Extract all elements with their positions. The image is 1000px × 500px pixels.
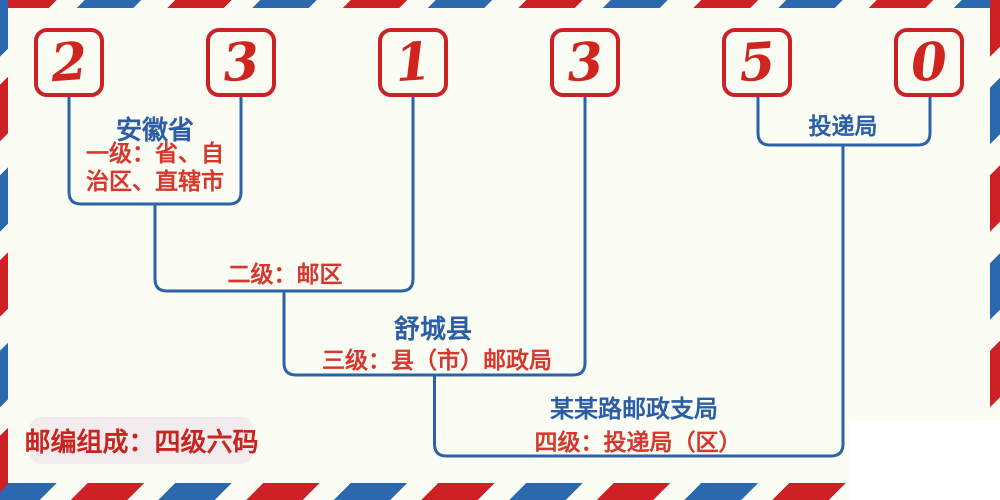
- airmail-border-bottom: [0, 483, 1000, 500]
- airmail-border-top: [0, 0, 1000, 8]
- digit-4: 3: [564, 30, 606, 94]
- postal-composition-text: 邮编组成：四级六码: [24, 428, 259, 458]
- airmail-border-left: [0, 0, 8, 500]
- level2-description: 二级：邮区: [227, 262, 343, 288]
- digit-box-2: 3: [206, 28, 276, 97]
- digit-box-6: 0: [894, 28, 964, 97]
- digit-1: 2: [48, 30, 90, 94]
- delivery-office-label: 投递局: [808, 113, 878, 140]
- digit-6: 0: [908, 30, 950, 94]
- airmail-border-right: [990, 0, 1000, 500]
- digit-box-1: 2: [34, 28, 104, 97]
- level3-description: 三级：县（市）邮政局: [322, 348, 552, 374]
- digit-box-5: 5: [722, 28, 792, 97]
- level4-description: 四级：投递局（区）: [534, 430, 742, 456]
- digit-3: 1: [392, 30, 434, 94]
- bracket-level4: [433, 145, 845, 458]
- level1-description-line1: 一级：省、自: [86, 141, 224, 167]
- digit-2: 3: [220, 30, 262, 94]
- level1-region-name: 安徽省: [115, 116, 195, 146]
- level4-branch-name: 某某路邮政支局: [550, 394, 718, 423]
- level1-description-line2: 治区、直辖市: [86, 169, 224, 195]
- digit-box-3: 1: [378, 28, 448, 97]
- bracket-delivery: [756, 97, 932, 147]
- whiteout-patch: [849, 420, 1000, 500]
- digit-box-4: 3: [550, 28, 620, 97]
- postal-composition-badge: 邮编组成：四级六码: [25, 417, 259, 464]
- level1-description: 一级：省、自 治区、直辖市: [86, 140, 224, 196]
- digit-5: 5: [736, 30, 778, 94]
- level3-region-name: 舒城县: [393, 315, 473, 345]
